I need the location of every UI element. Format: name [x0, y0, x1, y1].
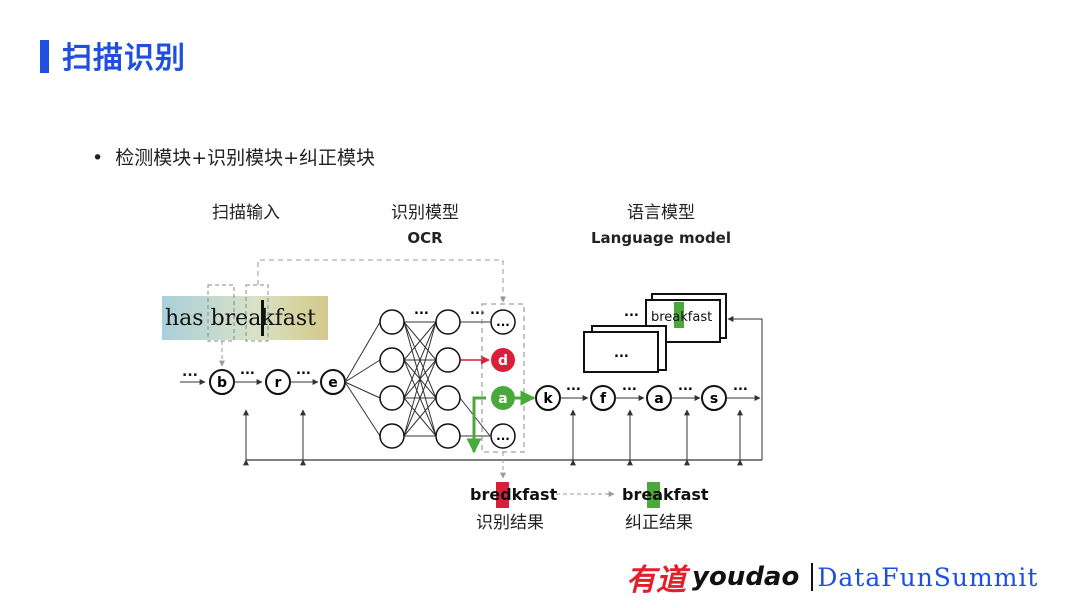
green-correction-path	[466, 396, 486, 454]
lm-card-ellipsis-2: ...	[614, 346, 629, 361]
page-title: 扫描识别	[62, 41, 186, 76]
right-letter-highlight	[647, 482, 660, 508]
node-s: s	[701, 385, 727, 411]
layer-ellipsis-1: ...	[414, 303, 429, 318]
logo-separator	[811, 563, 814, 591]
b-r-ellipsis: ...	[240, 363, 255, 378]
youdao-logo-cn: 有道	[626, 563, 686, 598]
candidate-a: a	[491, 386, 515, 410]
bullet-dot: •	[92, 147, 104, 169]
candidate-bottom: ...	[490, 423, 516, 449]
label-recognition: 识别结果	[476, 513, 544, 533]
node-r: r	[265, 369, 291, 395]
lm-card-ellipsis-1: ...	[624, 305, 639, 320]
scan-window-1	[207, 284, 235, 342]
svg-text:k: k	[543, 391, 553, 407]
lm-card-word: breakfast	[651, 310, 712, 325]
node-f: f	[590, 385, 616, 411]
scan-image	[162, 296, 328, 340]
stage-lm-sublabel: Language model	[591, 229, 731, 247]
output-trailing-ellipsis: ...	[733, 379, 748, 394]
datafun-summit-logo: DataFunSummit	[817, 562, 1039, 592]
result-right-word: breakfast	[622, 485, 709, 504]
svg-text:f: f	[600, 391, 607, 407]
r-e-ellipsis: ...	[296, 363, 311, 378]
scan-window-2	[245, 284, 269, 342]
svg-text:a: a	[498, 391, 507, 407]
stage-ocr-label: 识别模型	[391, 203, 459, 223]
youdao-logo-en: youdao	[692, 562, 800, 592]
lm-card-stack	[583, 293, 727, 373]
f-a-ellipsis: ...	[622, 379, 637, 394]
k-f-ellipsis: ...	[566, 379, 581, 394]
wrong-letter-highlight	[496, 482, 509, 508]
node-b: b	[209, 369, 235, 395]
bullet-item: • 检测模块+识别模块+纠正模块	[92, 143, 375, 170]
stage-scan-label: 扫描输入	[212, 203, 280, 223]
candidate-top: ...	[490, 309, 516, 335]
scan-feedback-dashed-arrow	[257, 259, 506, 303]
svg-text:...: ...	[496, 315, 510, 329]
hidden-layer-1	[379, 309, 405, 449]
footer-logos: 有道 youdao DataFunSummit	[626, 555, 1038, 599]
result-wrong-word: bredkfast	[470, 485, 558, 504]
scan-cursor	[261, 300, 264, 336]
candidate-d: d	[491, 348, 515, 372]
svg-text:a: a	[654, 391, 663, 407]
bus-connectors	[243, 409, 743, 466]
hidden-layer-2	[435, 309, 461, 449]
svg-text:s: s	[710, 391, 718, 407]
layer-ellipsis-2: ...	[470, 303, 485, 318]
svg-text:e: e	[328, 375, 338, 391]
svg-text:d: d	[498, 353, 508, 369]
stage-ocr-sublabel: OCR	[407, 229, 443, 247]
label-correction: 纠正结果	[625, 513, 693, 533]
a-s-ellipsis: ...	[678, 379, 693, 394]
svg-text:b: b	[217, 375, 227, 391]
node-e: e	[320, 369, 346, 395]
title-accent-bar	[40, 40, 49, 73]
bullet-text: 检测模块+识别模块+纠正模块	[115, 147, 376, 169]
svg-text:r: r	[275, 375, 282, 391]
stage-lm-label: 语言模型	[627, 203, 695, 223]
node-k: k	[535, 385, 561, 411]
node-a-output: a	[646, 385, 672, 411]
svg-text:...: ...	[496, 429, 510, 443]
lm-feedback-arrow	[727, 316, 763, 460]
scan-text: has breakfast	[165, 306, 316, 331]
network-edges	[344, 321, 491, 437]
input-ellipsis: ...	[182, 364, 198, 380]
